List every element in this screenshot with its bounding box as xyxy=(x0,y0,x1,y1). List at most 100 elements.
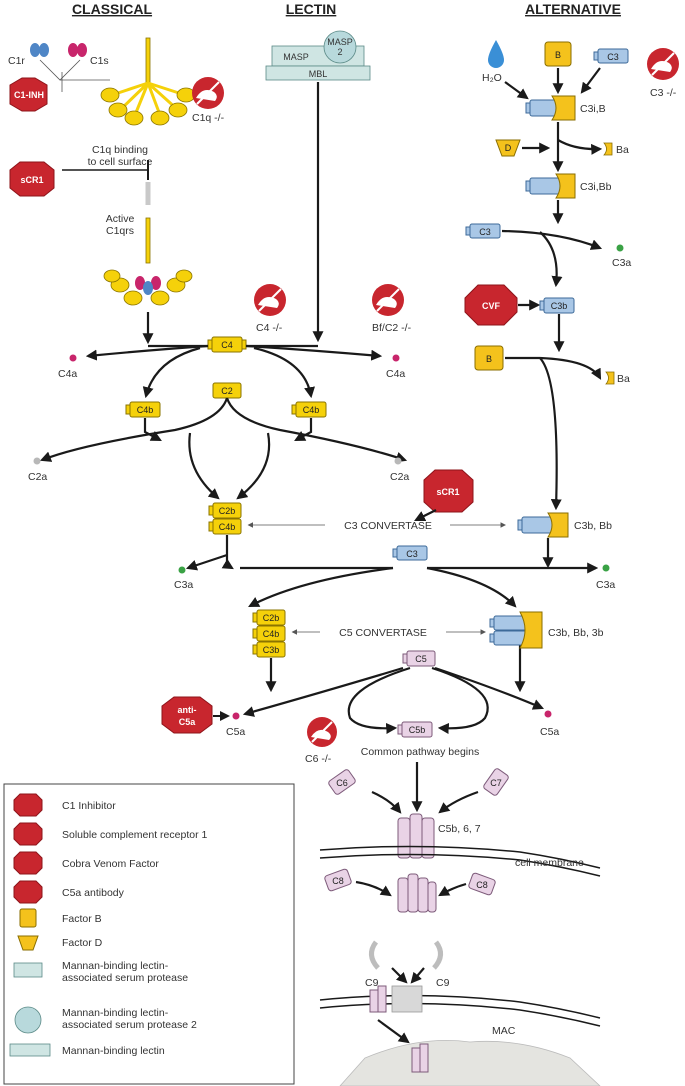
c3bbb3b-complex-icon xyxy=(489,611,543,649)
c1q-molecule-icon xyxy=(100,37,196,126)
ba-bottom-arrow xyxy=(539,356,602,380)
c2b-left-converge-arrow xyxy=(188,432,220,500)
c3-center-box xyxy=(392,545,428,561)
c9-right-arrow xyxy=(410,967,425,984)
c3a-left-arrow xyxy=(185,553,228,571)
water-drop-icon xyxy=(488,40,504,68)
legend-masp-label-line1: Mannan-binding lectin- xyxy=(62,960,169,972)
c5a-left-label: C5a xyxy=(226,726,245,738)
c5b-box xyxy=(397,721,433,738)
c3-to-c5conv-left-arrow xyxy=(248,566,394,608)
legend-anti-c5a-icon xyxy=(13,880,43,904)
mac-complex-icon xyxy=(411,1043,429,1073)
c4-knockout-mouse-icon xyxy=(254,284,286,316)
c5-convertase-label: C5 CONVERTASE xyxy=(339,627,427,639)
legend-cvf-label: Cobra Venom Factor xyxy=(62,858,159,870)
c4-box xyxy=(207,336,247,353)
c3bbb3b-label: C3b, Bb, 3b xyxy=(548,627,604,639)
cvf-label: CVF xyxy=(482,301,501,311)
c5a-right-arrow xyxy=(434,666,545,710)
c4-label: C4 xyxy=(221,340,233,350)
c4-to-c4b-right-arrow xyxy=(253,346,315,399)
ba-bottom-icon xyxy=(605,371,615,385)
masp-label: MASP xyxy=(283,52,309,62)
alternative-header: ALTERNATIVE xyxy=(525,1,621,17)
c3-knockout-mouse-icon xyxy=(647,48,679,80)
c3-to-c3b-arrow xyxy=(539,231,563,288)
c3-center-label: C3 xyxy=(406,549,418,559)
c6-label: C6 xyxy=(336,778,348,788)
scr1-right-arrow xyxy=(414,509,437,521)
c1r-icon xyxy=(30,43,49,57)
active-c1qrs-complex-icon xyxy=(103,217,193,306)
cell-membrane-upper xyxy=(319,845,601,869)
c3ib-complex-icon xyxy=(525,95,576,121)
scr1-left-label: sCR1 xyxy=(20,175,43,185)
c5-convertase-classical-box xyxy=(252,609,286,658)
factor-b-second-box xyxy=(474,345,504,371)
mac-pore-icon xyxy=(369,985,423,1013)
mac-formation-arrow xyxy=(377,1019,410,1044)
c1q-binding-label-line2: to cell surface xyxy=(88,156,153,168)
c1q-knockout-mouse-icon xyxy=(192,77,224,109)
legend-masp2-label-line1: Mannan-binding lectin- xyxy=(62,1007,169,1019)
factor-b-second-label: B xyxy=(486,354,492,364)
c3ibb-label: C3i,Bb xyxy=(580,181,612,193)
c1s-label: C1s xyxy=(90,55,109,67)
c6-icon xyxy=(328,769,356,795)
anti-c5a-label-line2: C5a xyxy=(179,717,197,727)
c5a-right-dot xyxy=(544,710,552,718)
c5a-left-dot xyxy=(232,712,240,720)
classical-convertase-down-arrow xyxy=(221,535,234,570)
classical-header: CLASSICAL xyxy=(72,1,153,17)
masp-complex-icon xyxy=(265,30,371,81)
cell-membrane-label: cell membrane xyxy=(515,857,584,869)
active-label-line1: Active xyxy=(106,213,135,225)
c5b67-label: C5b, 6, 7 xyxy=(438,823,481,835)
scr1-hexagon-right-icon xyxy=(423,469,474,513)
c3a-left-dot xyxy=(178,566,186,574)
c9-right-icon xyxy=(432,940,443,970)
c9-left-icon xyxy=(369,940,380,970)
bf-c2-knockout-mouse-icon xyxy=(372,284,404,316)
factor-d-icon xyxy=(495,139,521,157)
c8-left-arrow xyxy=(355,880,392,897)
factor-b-box xyxy=(544,41,572,67)
c3a-top-arrow xyxy=(501,229,603,250)
legend-mbl-icon xyxy=(9,1043,51,1057)
c8-left-icon xyxy=(324,868,352,892)
bf-c2-ko-label: Bf/C2 -/- xyxy=(372,322,412,334)
target-membrane-upper xyxy=(319,994,601,1019)
c1s-icon xyxy=(68,43,87,57)
c7-label: C7 xyxy=(490,778,502,788)
legend-factor-b-label: Factor B xyxy=(62,913,102,925)
c2a-left-label: C2a xyxy=(28,471,47,483)
c4-to-c4b-left-arrow xyxy=(142,346,201,399)
c3b-alt-label: C3b xyxy=(551,301,568,311)
legend-factor-d-label: Factor D xyxy=(62,937,103,949)
legend-factor-b-icon xyxy=(19,908,37,928)
c3a-right-label: C3a xyxy=(596,579,615,591)
legend-mbl-label: Mannan-binding lectin xyxy=(62,1045,165,1057)
c4b-conv-label: C4b xyxy=(219,522,236,532)
c2b-right-converge-arrow xyxy=(236,432,271,500)
c4b-right-label: C4b xyxy=(303,405,320,415)
c5conv-c2b-label: C2b xyxy=(263,613,280,623)
lectin-header: LECTIN xyxy=(286,1,337,17)
legend-c1inh-label: C1 Inhibitor xyxy=(62,800,116,812)
c5-label: C5 xyxy=(415,654,427,664)
masp2-label-line1: MASP xyxy=(327,37,353,47)
legend-box xyxy=(3,783,295,1085)
c4-ko-label: C4 -/- xyxy=(256,322,283,334)
target-membrane-lower xyxy=(319,1002,601,1027)
c2b-label: C2b xyxy=(219,506,236,516)
ba-top-label: Ba xyxy=(616,144,629,156)
c9-right-label: C9 xyxy=(436,977,450,989)
c8-right-arrow xyxy=(438,882,467,897)
c7-join-arrow xyxy=(438,790,479,814)
c3a-left-label: C3a xyxy=(174,579,193,591)
legend-masp2-icon xyxy=(14,1006,42,1034)
c2a-left-arrow xyxy=(39,397,229,462)
legend-masp-icon xyxy=(13,962,43,978)
